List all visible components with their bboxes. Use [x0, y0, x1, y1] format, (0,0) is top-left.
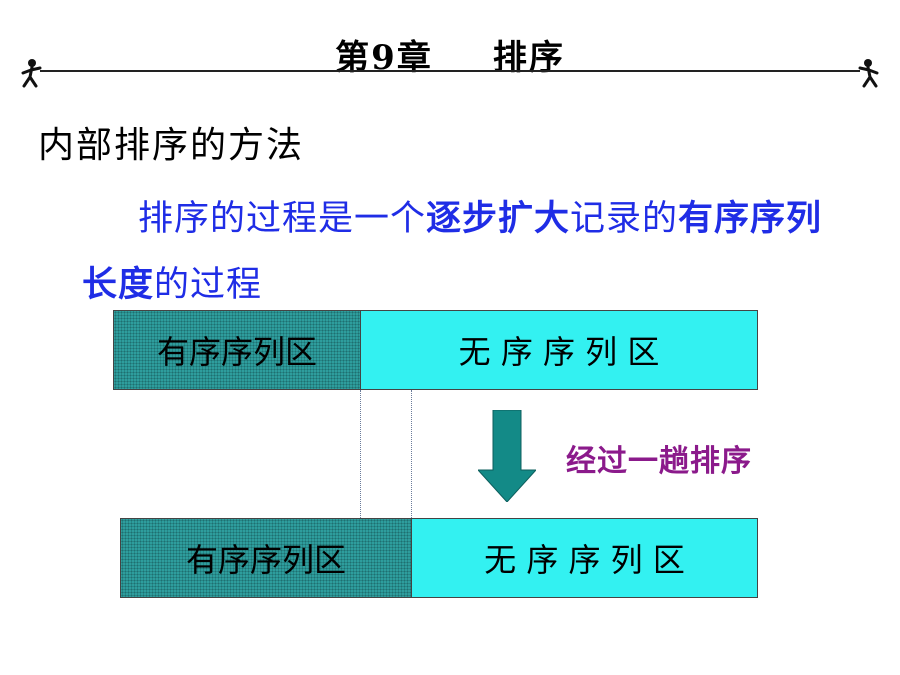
- para-text-3: 的过程: [154, 265, 263, 305]
- after-ordered-region: 有序序列区: [120, 518, 412, 598]
- title-topic: 排序: [492, 38, 565, 78]
- para-text-1: 排序的过程是一个: [138, 199, 427, 239]
- after-unordered-label: 无 序 序 列 区: [484, 541, 685, 579]
- after-ordered-label: 有序序列区: [185, 541, 346, 579]
- description-paragraph: 排序的过程是一个逐步扩大记录的有序序列长度的过程: [82, 186, 842, 318]
- para-text-2: 记录的: [570, 199, 679, 239]
- guide-line-left: [360, 390, 361, 518]
- before-ordered-region: 有序序列区: [113, 310, 361, 390]
- before-unordered-label: 无 序 序 列 区: [458, 333, 660, 371]
- arrow-label: 经过一趟排序: [566, 444, 752, 479]
- title-chapter: 第9章: [335, 38, 433, 78]
- down-arrow-icon: [478, 410, 536, 502]
- before-unordered-region: 无 序 序 列 区: [360, 310, 758, 390]
- before-ordered-label: 有序序列区: [156, 333, 317, 371]
- after-unordered-region: 无 序 序 列 区: [411, 518, 758, 598]
- runner-icon-left: [21, 59, 42, 88]
- guide-line-right: [411, 390, 412, 518]
- title-underline: [40, 70, 860, 72]
- section-heading: 内部排序的方法: [38, 125, 305, 166]
- slide-title: 第9章 排序: [0, 30, 900, 78]
- runner-icon-right: [858, 59, 879, 88]
- para-emphasis-2: 有序序列长度: [82, 198, 823, 305]
- para-emphasis-1: 逐步扩大: [426, 198, 571, 239]
